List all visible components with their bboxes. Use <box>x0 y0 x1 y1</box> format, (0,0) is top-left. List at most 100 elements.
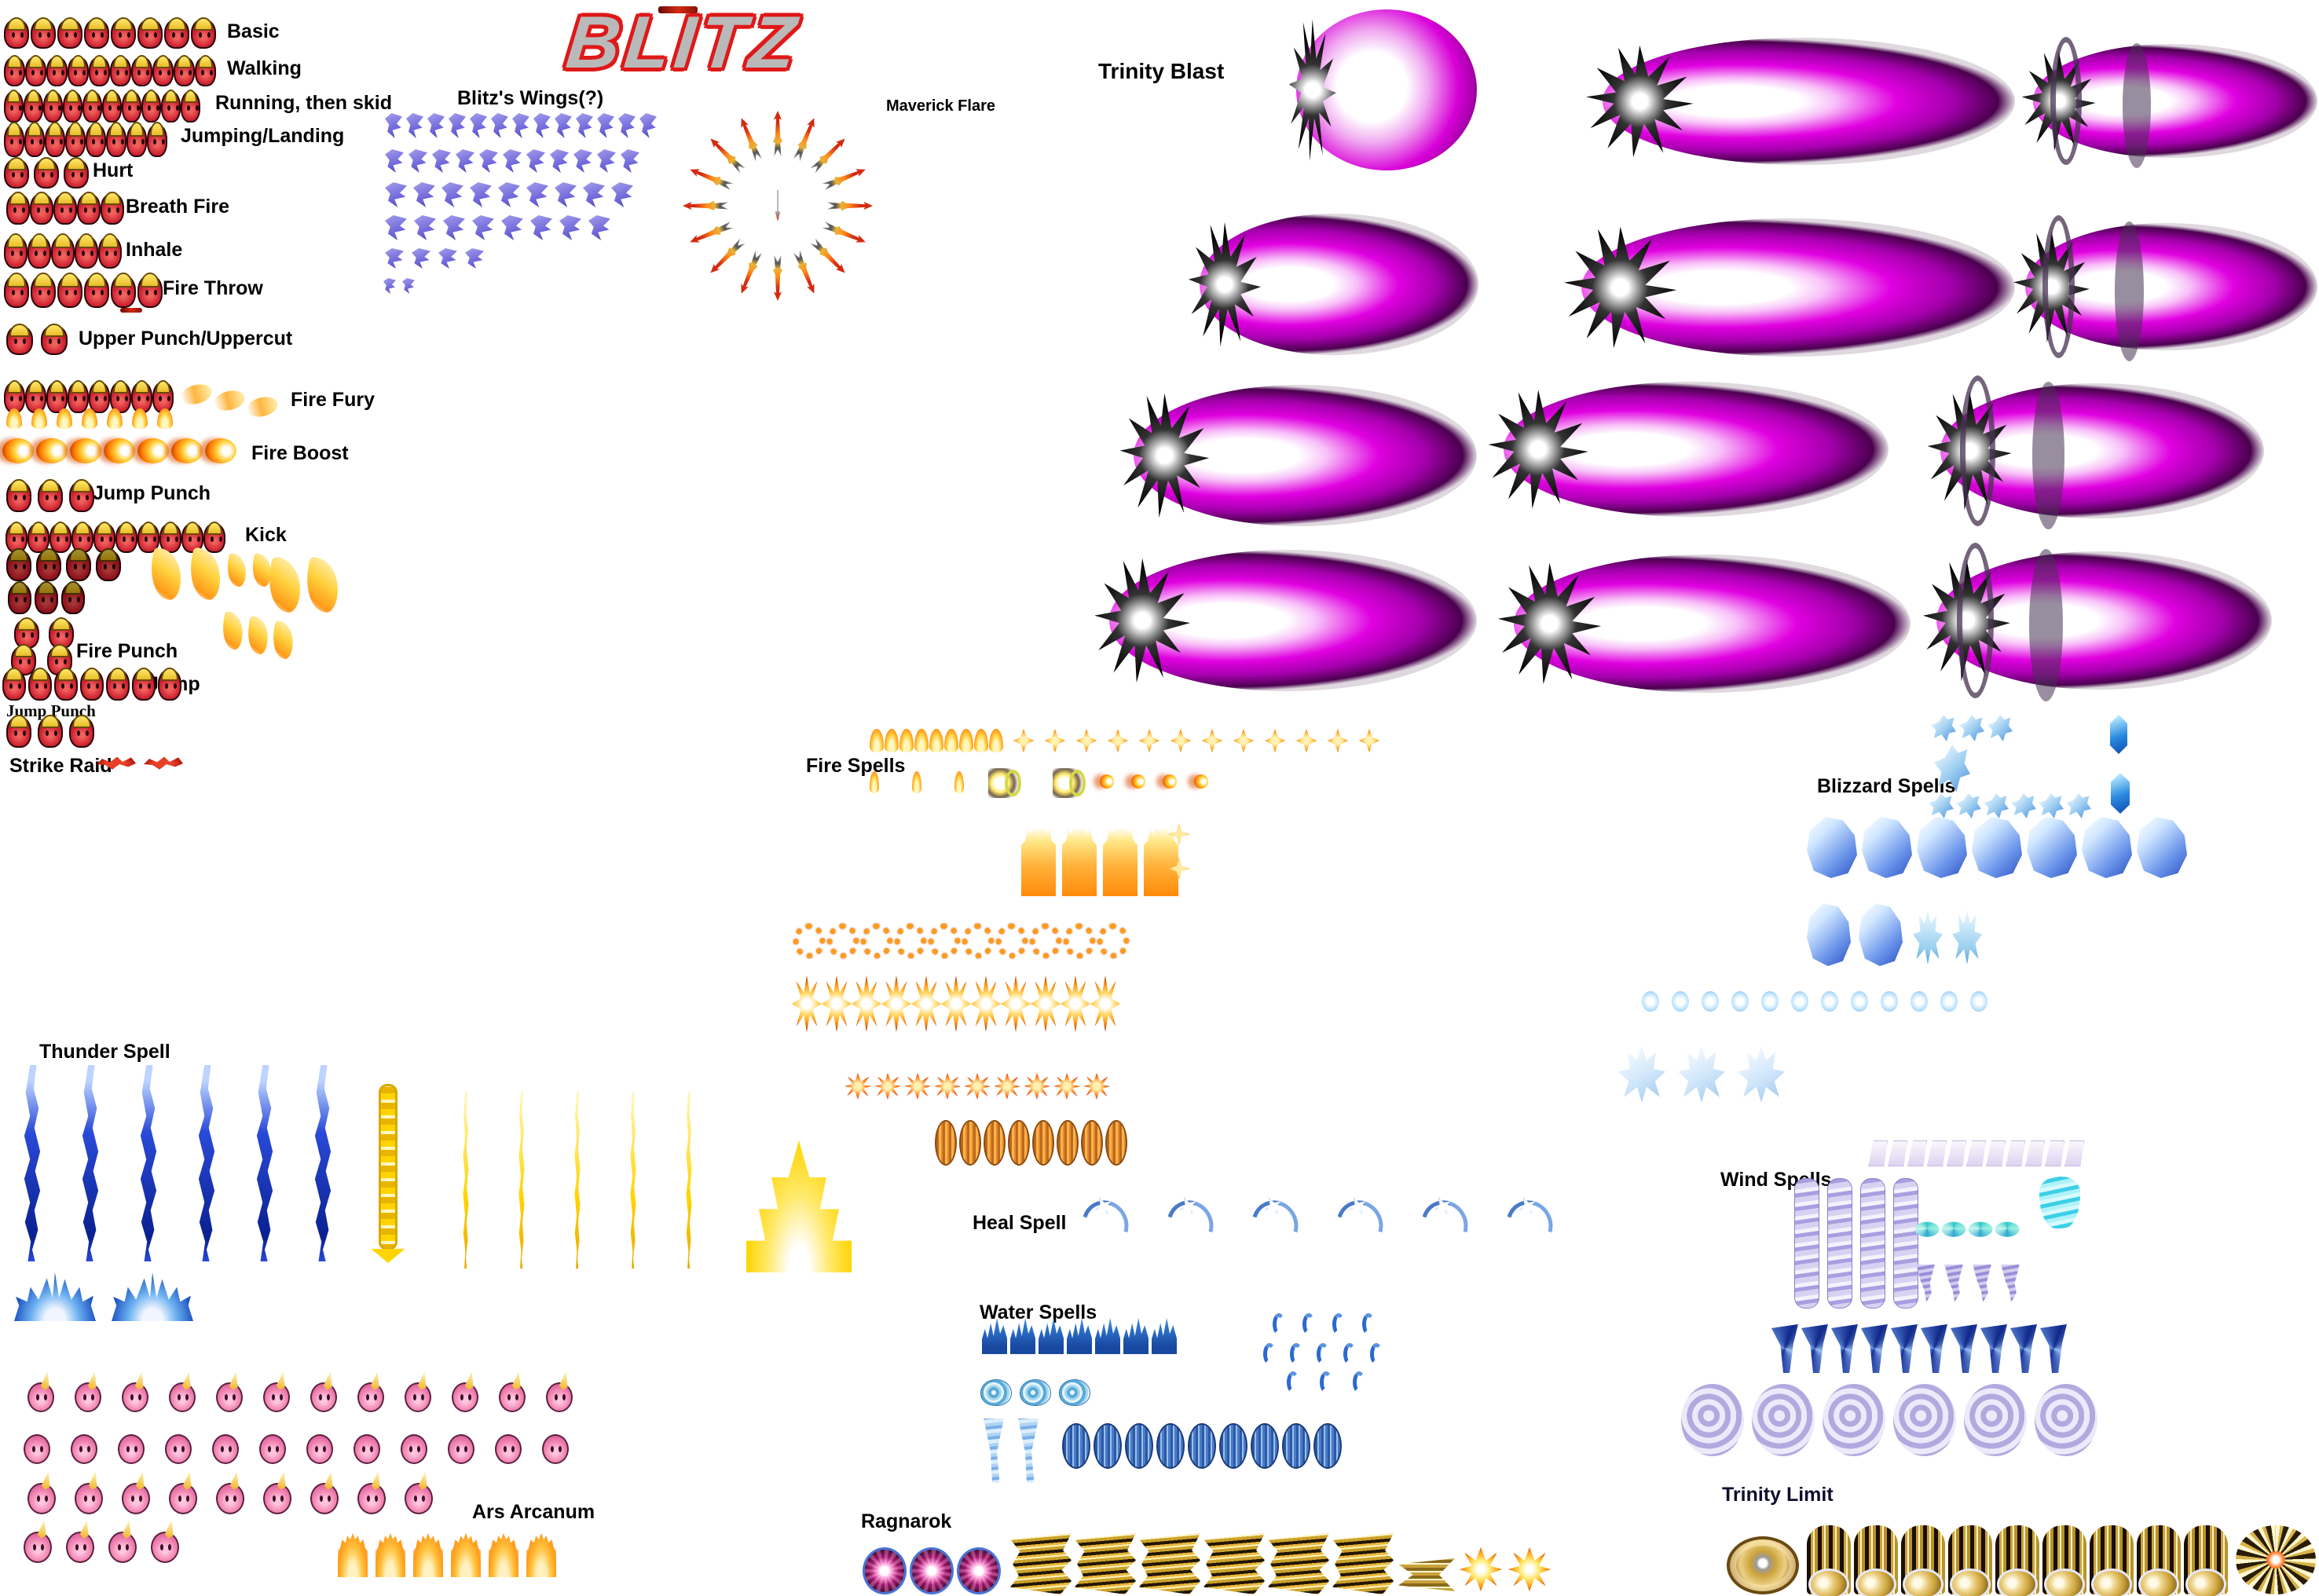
sprite-pinkkirby <box>24 1532 52 1563</box>
maverick-dart-icon <box>821 163 868 192</box>
sprite-wing <box>456 149 474 173</box>
sprite-flame-small <box>914 729 929 752</box>
sprite-pinkkirby <box>448 1434 474 1464</box>
sprite-imp <box>30 191 53 225</box>
sprite-wind-gust <box>1907 1140 1927 1166</box>
sprite-imp <box>25 379 46 413</box>
sprite-ice-gem <box>2111 773 2130 814</box>
sprite-flame-small <box>6 408 22 429</box>
sprite-flame-slash <box>299 556 345 614</box>
sprite-spiral-tornado <box>2040 1324 2067 1373</box>
sprite-flame-small <box>885 729 899 752</box>
sprite-tri-fire <box>1076 729 1097 752</box>
sprite-ice-spiky <box>1952 910 1982 965</box>
label-hurt: Hurt <box>93 159 134 181</box>
sprite-wing <box>413 182 435 207</box>
sprite-pinkkirby <box>108 1532 137 1563</box>
sprite-tri-fire <box>1013 729 1034 752</box>
sprite-wing <box>498 182 520 207</box>
maverick-dart-icon <box>772 111 783 156</box>
sprite-starburst <box>792 976 822 1032</box>
label-fire-boost: Fire Boost <box>251 442 349 464</box>
sprite-imp <box>27 233 51 269</box>
sprite-wind-column <box>1794 1178 1819 1309</box>
sprite-flame-small <box>870 771 879 793</box>
sprite-trinity-pillar <box>1948 1525 1992 1596</box>
sprite-tri-fire <box>1202 729 1222 752</box>
sprite-trinity-pillar <box>1807 1525 1851 1596</box>
maverick-dart-icon <box>821 219 868 248</box>
sprite-pinkkirby <box>263 1483 291 1514</box>
sprite-imp <box>89 54 110 86</box>
sprite-fireball <box>205 438 236 463</box>
sprite-ribbed-oval <box>984 1120 1006 1166</box>
sprite-imp <box>24 122 45 157</box>
sprite-imp <box>181 89 200 123</box>
sprite-imp <box>64 156 89 189</box>
sprite-starburst <box>971 976 1001 1032</box>
sprite-ice-particle <box>1731 991 1749 1012</box>
sprite-pinkkirby <box>495 1434 522 1464</box>
sprite-wing <box>385 113 402 138</box>
sprite-imp <box>2 667 26 701</box>
sprite-imp <box>191 16 216 49</box>
sprite-pinkkirby <box>24 1434 50 1464</box>
sprite-blast <box>1581 218 2015 357</box>
sprite-wing <box>512 113 529 138</box>
sprite-imp <box>106 122 126 157</box>
sprite-crescent <box>1332 1313 1345 1335</box>
sprite-imp <box>4 233 27 269</box>
sprite-pinkkirby <box>151 1532 179 1563</box>
sprite-wing <box>465 248 484 269</box>
sprite-fire-pillar <box>1021 821 1056 896</box>
sprite-imp <box>45 122 65 157</box>
sprite-red-burst <box>1024 1073 1050 1100</box>
sprite-pinkkirby <box>27 1483 56 1514</box>
sprite-imp <box>43 89 63 123</box>
sprite-pinkkirby <box>27 1382 54 1412</box>
sprite-gold-wave <box>338 1533 368 1577</box>
sprite-pinkkirby <box>75 1483 103 1514</box>
sprite-crescent <box>1370 1343 1383 1365</box>
label-inhale: Inhale <box>126 239 183 261</box>
sprite-bolt-gold-chain <box>379 1084 397 1250</box>
sprite-fireball <box>36 438 68 463</box>
label-running: Running, then skid <box>215 92 392 114</box>
sprite-swirl-ball <box>2035 1384 2097 1456</box>
sprite-crescent <box>1273 1313 1285 1335</box>
sprite-imp <box>110 54 131 86</box>
sprite-ice-particle <box>1911 991 1928 1012</box>
sprite-flame-small <box>929 729 943 752</box>
sprite-red-burst <box>964 1073 991 1100</box>
sprite-red-dash <box>120 308 142 313</box>
sprite-pinkkirby <box>216 1382 243 1412</box>
sprite-imp <box>71 521 93 553</box>
sprite-imp <box>25 54 46 86</box>
sprite-wing <box>597 149 616 173</box>
sprite-water-tornado <box>984 1418 1004 1483</box>
sprite-gold-explosion <box>1508 1547 1551 1591</box>
sprite-ribbed-oval <box>1081 1120 1103 1166</box>
sprite-flame-small <box>870 729 884 752</box>
sprite-starburst <box>1031 976 1061 1032</box>
sprite-flame-small <box>989 729 1003 752</box>
sprite-imp <box>110 379 131 413</box>
sprite-flame-small <box>899 729 914 752</box>
sprite-ice-particle <box>1702 991 1719 1012</box>
sprite-wind-column <box>1827 1178 1852 1309</box>
sprite-wind-gust <box>2064 1140 2084 1166</box>
maverick-dart-icon <box>735 249 764 296</box>
sprite-pinkkirby <box>542 1434 569 1464</box>
sprite-gold-claw <box>1268 1533 1329 1594</box>
sprite-fire-ring <box>929 924 960 958</box>
sprite-crescent <box>1290 1343 1302 1365</box>
sprite-imp <box>84 16 109 49</box>
sprite-imp-dark <box>6 547 31 581</box>
sprite-imp <box>24 89 43 123</box>
sprite-trinity-pillar <box>1854 1525 1898 1596</box>
sprite-imp <box>38 478 63 512</box>
sprite-blast <box>1514 555 1911 693</box>
sprite-pinkkirby <box>216 1483 244 1514</box>
sprite-imp <box>57 16 82 49</box>
sprite-wind-gust <box>1888 1140 1907 1166</box>
